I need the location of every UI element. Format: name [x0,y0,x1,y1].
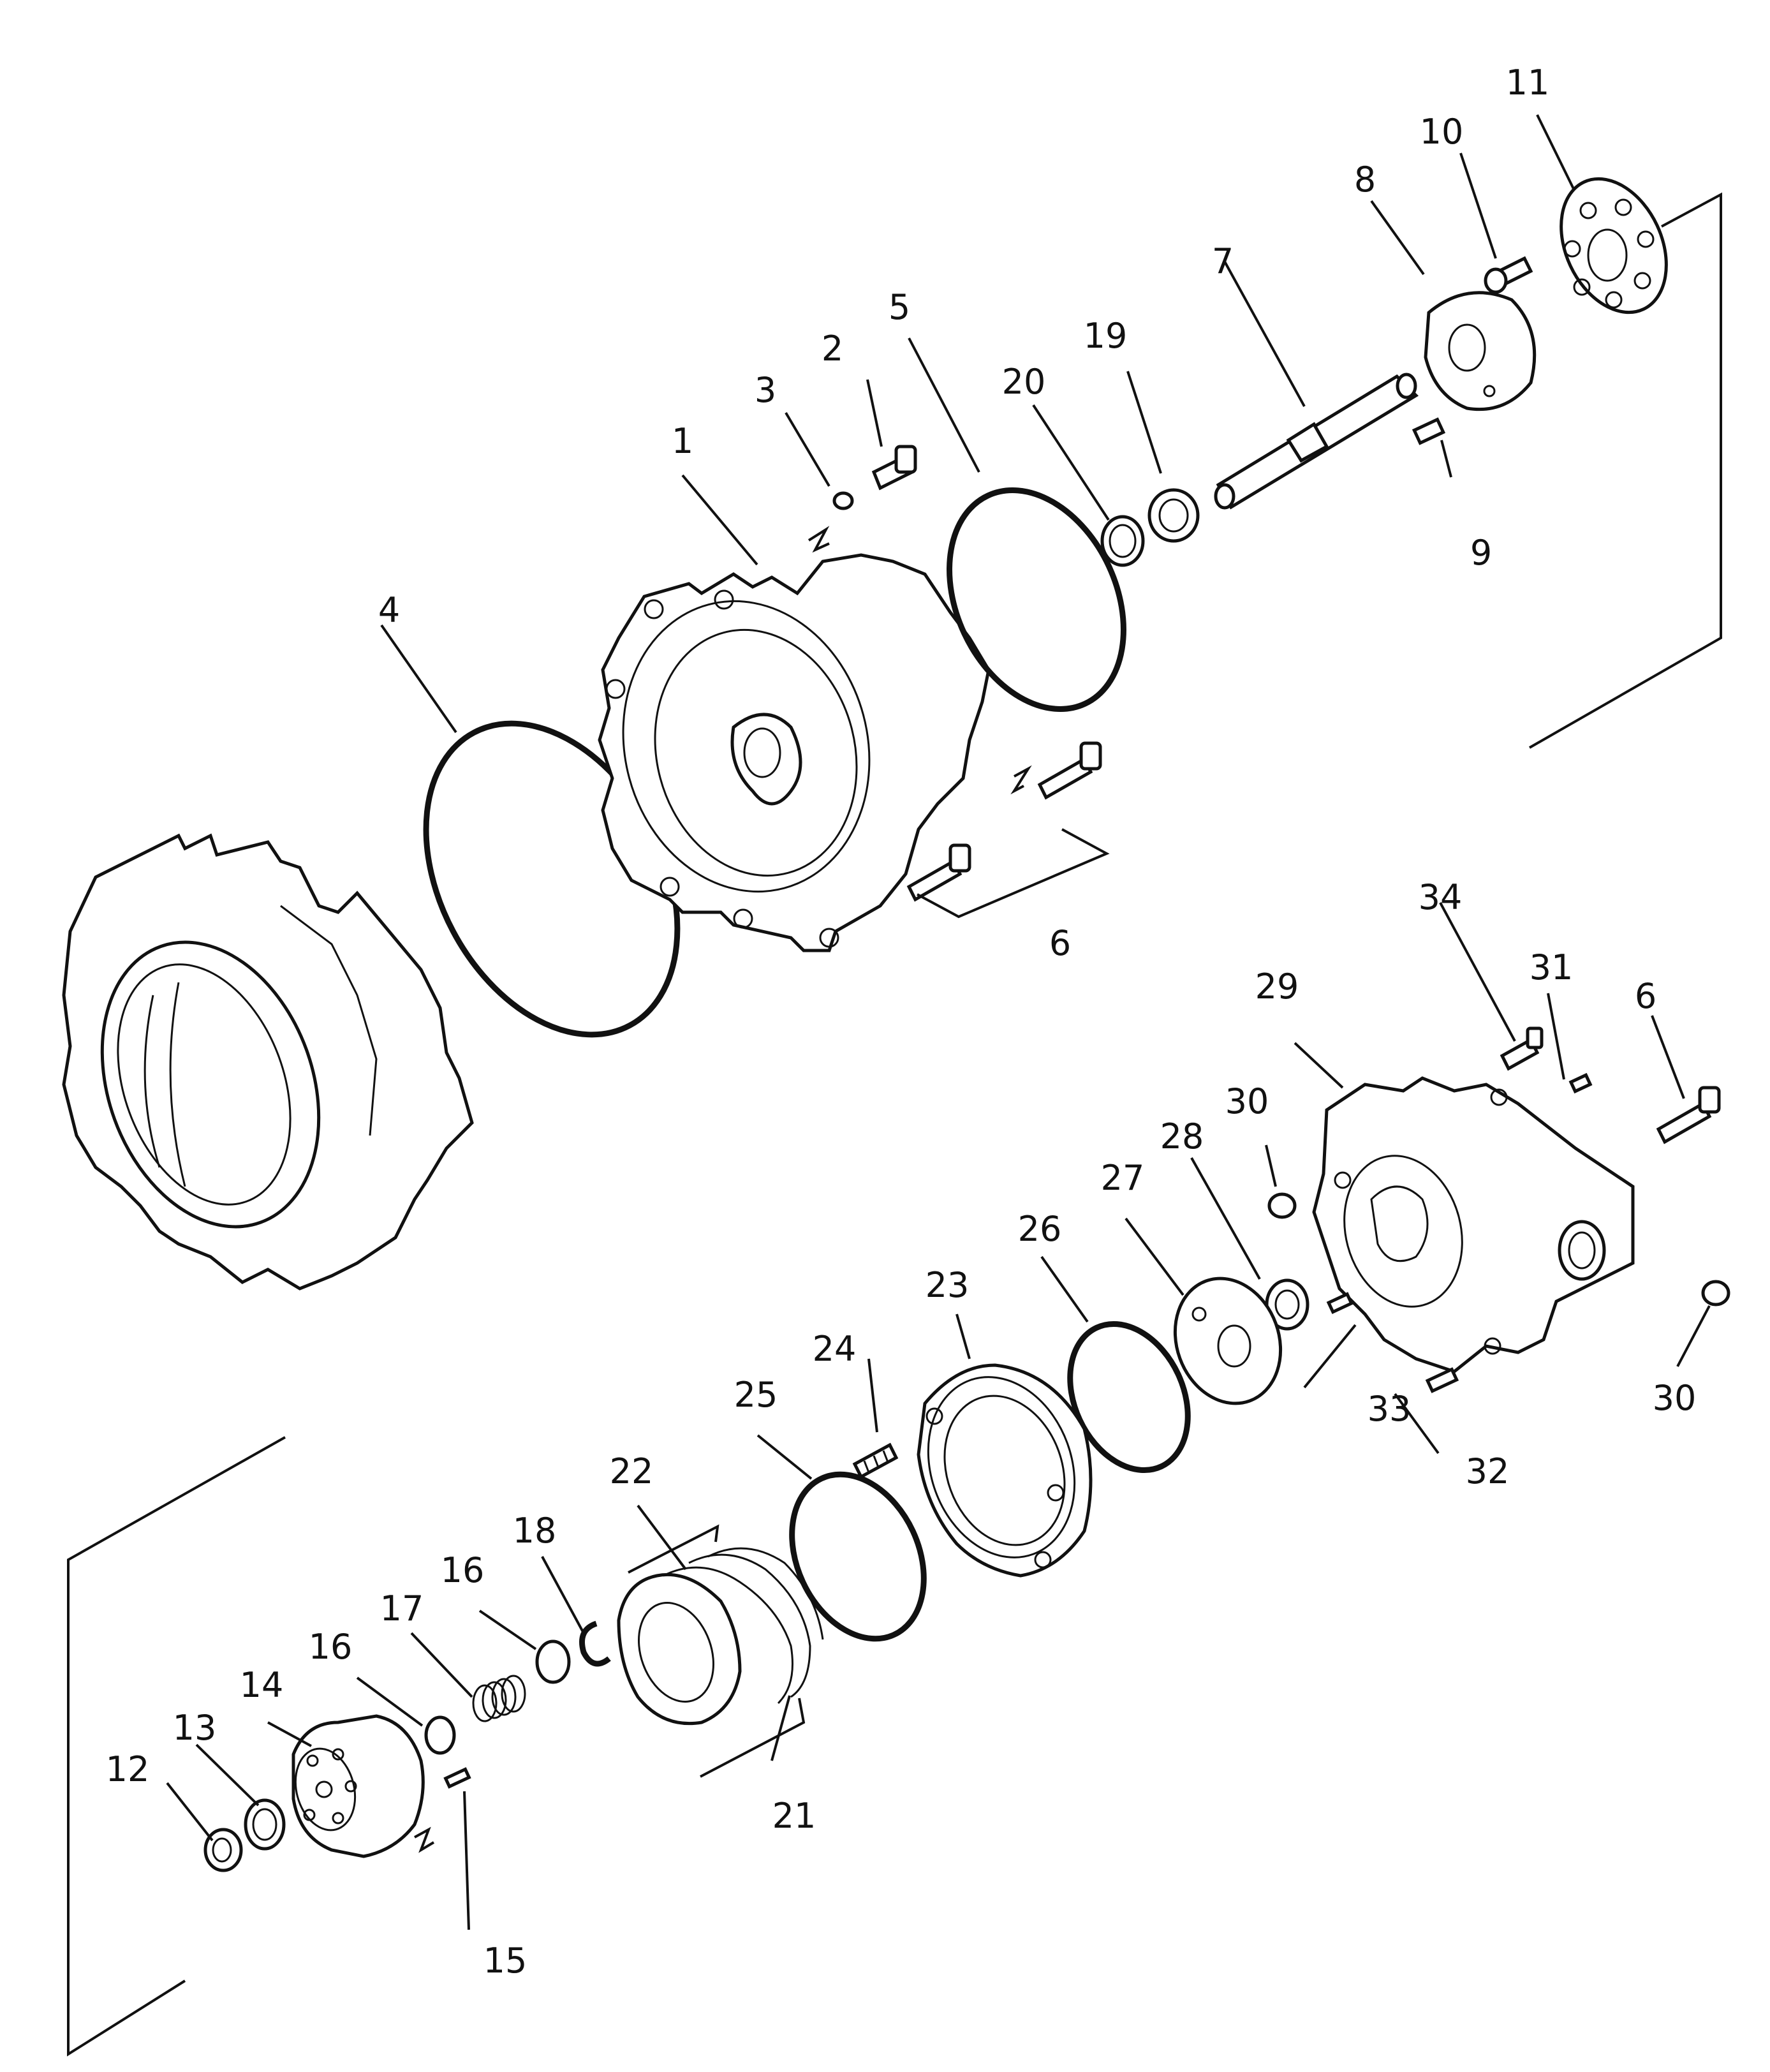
valve-34 [1500,1026,1544,1071]
callout-5: 5 [889,287,910,327]
callout-11: 11 [1506,63,1550,103]
callout-13: 13 [173,1708,217,1748]
bearing-28 [1265,1278,1309,1331]
callout-25: 25 [734,1375,778,1415]
plug-31 [1568,1072,1593,1094]
callout-29: 29 [1255,966,1299,1007]
callout-31: 31 [1530,947,1574,988]
washer-16-lower [424,1715,456,1755]
o-ring-3 [832,491,854,510]
plate-27 [1173,1276,1283,1405]
pin-15 [443,1767,471,1789]
callout-19: 19 [1084,316,1128,356]
callout-9: 9 [1470,533,1492,573]
bolt-6-right [1656,1086,1721,1144]
cylinder-block-14 [291,1714,425,1858]
callout-27: 27 [1101,1158,1145,1198]
callout-16-lower: 16 [309,1627,353,1667]
bolt-6-upper [1037,741,1102,800]
leader-lines [166,114,1711,1930]
brake-disc-pack [617,1547,824,1726]
screw-10 [1484,256,1533,294]
sprocket-hub [62,833,474,1291]
plug-2 [871,445,917,491]
plug-30-left [1267,1192,1297,1219]
callout-6-right: 6 [1635,976,1656,1016]
callout-30-left: 30 [1225,1081,1269,1121]
callout-18: 18 [513,1511,557,1551]
snap-ring-18 [579,1620,611,1667]
callout-4: 4 [378,590,400,630]
callout-34: 34 [1419,877,1463,917]
callout-17: 17 [380,1588,424,1629]
plug-30-right [1701,1280,1730,1306]
assembly-brackets [67,192,1722,2057]
callout-21: 21 [772,1796,816,1836]
callout-2: 2 [822,329,843,369]
callout-10: 10 [1420,112,1464,152]
callout-30-right: 30 [1653,1378,1697,1418]
callout-15: 15 [483,1941,527,1981]
callout-32: 32 [1466,1451,1510,1491]
bearing-13 [244,1798,286,1851]
callout-28: 28 [1160,1116,1204,1157]
retainer-23 [917,1363,1093,1578]
o-ring-5 [947,487,1126,712]
valve-plate-11 [1560,177,1668,314]
callout-8: 8 [1354,159,1376,200]
callout-1: 1 [672,421,693,461]
callout-20: 20 [1002,362,1046,402]
callout-6-upper: 6 [1049,923,1071,963]
callout-26: 26 [1018,1209,1062,1249]
bearing-20 [1100,515,1145,567]
seal-12 [203,1828,243,1872]
swash-plate-8 [1424,291,1537,411]
bearing-19 [1147,488,1200,543]
spring-24 [852,1442,899,1479]
valve-body [1312,1076,1635,1373]
spring-17 [472,1675,526,1722]
callout-24: 24 [813,1329,857,1369]
bolt-6-lower [906,843,971,902]
callout-16-upper: 16 [441,1550,485,1590]
o-ring-25 [789,1471,927,1642]
pin-33 [1326,1292,1354,1314]
callout-33: 33 [1368,1389,1412,1429]
motor-housing [598,553,991,952]
callout-22: 22 [610,1451,654,1491]
callout-7: 7 [1212,241,1234,281]
callout-12: 12 [106,1749,150,1789]
callout-23: 23 [926,1265,970,1305]
pin-32 [1425,1367,1459,1393]
drive-shaft [1214,373,1419,510]
callout-labels: 1 2 3 4 5 6 6 7 8 9 10 11 12 13 14 15 16… [106,63,1697,1981]
callout-3: 3 [755,370,776,410]
washer-16-upper [535,1639,571,1684]
pin-9 [1412,417,1446,445]
callout-14: 14 [240,1665,284,1705]
